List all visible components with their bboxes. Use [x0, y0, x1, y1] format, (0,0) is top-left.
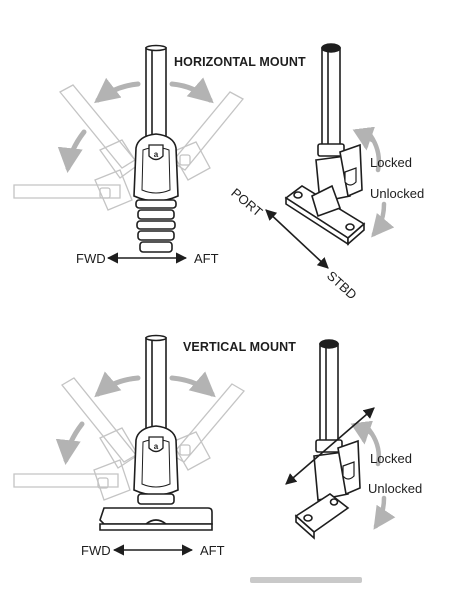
unlocked-label-horizontal: Unlocked [370, 186, 425, 201]
perspective-pole [284, 43, 366, 246]
vertical-front-view: a [13, 334, 245, 556]
main-pole-vertical [99, 334, 213, 531]
vertical-perspective-view [285, 339, 396, 540]
main-pole [133, 44, 179, 253]
unlocked-label-vertical: Unlocked [368, 481, 423, 496]
perspective-pole-vertical [294, 339, 361, 540]
fwd-label-vertical: FWD [81, 543, 111, 558]
horizontal-perspective-view [265, 43, 395, 269]
ghost-pole-left-vertical [13, 377, 139, 501]
port-stbd-arrow [265, 209, 329, 269]
locked-label-horizontal: Locked [370, 155, 412, 170]
aft-label-horizontal: AFT [194, 251, 219, 266]
badge-letter-vertical: a [154, 442, 159, 451]
horizontal-scrollbar-thumb[interactable] [250, 577, 362, 583]
horizontal-mount-title: HORIZONTAL MOUNT [174, 55, 306, 69]
locked-label-vertical: Locked [370, 451, 412, 466]
horizontal-front-view: a [13, 44, 245, 264]
fwd-label-horizontal: FWD [76, 251, 106, 266]
lock-arrows [352, 126, 395, 238]
rotation-arrows [57, 77, 214, 173]
badge-letter-horizontal: a [154, 150, 159, 159]
rotation-arrows-vertical [55, 371, 216, 465]
ghost-pole-right-vertical [171, 383, 245, 471]
lock-arrows-vertical [350, 420, 396, 530]
aft-label-vertical: AFT [200, 543, 225, 558]
vertical-mount-title: VERTICAL MOUNT [183, 340, 296, 354]
tilt-direction-arrow [285, 407, 375, 485]
ghost-pole-right [171, 91, 245, 181]
